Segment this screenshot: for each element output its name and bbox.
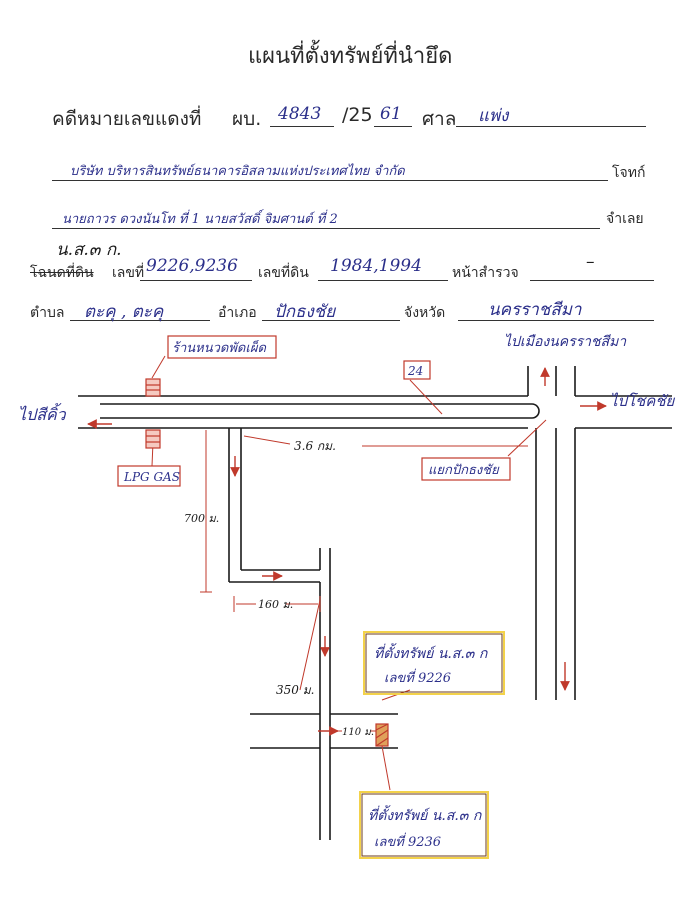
shop-label: ร้านหนวดพัดเผ็ด [172,339,266,356]
road-number-box [403,360,431,380]
measurement-lines [151,355,547,791]
property1-box [363,631,505,695]
property2-box [359,791,489,859]
doc-type-handwritten: น.ส.๓ ก. [56,240,122,260]
distance-350-label: 350 ม. [276,683,314,697]
north-south-road [527,366,576,700]
defendant-underline [52,228,600,229]
distance-36-label: 3.6 กม. [294,439,336,453]
deed-numbers-underline [140,280,252,281]
distance-110-label: 110 ม. [342,727,374,738]
property2-line2: เลขที่ 9236 [374,832,441,850]
to-chokchai-label: ไปโชคชัย [610,392,676,410]
district-underline [262,320,400,321]
plaintiff-value: บริษัท บริหารสินทรัพย์ธนาคารอิสลามแห่งปร… [70,164,405,179]
property2-box-inner [361,793,487,857]
subdistrict-underline [70,320,210,321]
case-year: 61 [380,104,402,124]
court-underline [456,126,646,127]
road-number-label: 24 [407,364,423,378]
plaintiff-underline [52,180,608,181]
subdistrict-value: ตะคุ , ตะคุ [84,302,164,322]
plaintiff-label: โจทก์ [612,165,646,181]
shop-label-box [167,335,277,359]
property2-line1: ที่ตั้งทรัพย์ น.ส.๓ ก [368,805,483,824]
land-numbers: 1984,1994 [330,256,422,276]
district-label: อำเภอ [218,305,257,321]
property-marker [375,723,389,747]
survey-page-value: – [586,252,595,272]
province-underline [458,320,654,321]
page-title: แผนที่ตั้งทรัพย์ที่นำยึด [248,44,453,69]
highway-24 [78,395,672,429]
case-prefix: ผบ. [232,108,262,130]
case-year-underline [374,126,412,127]
case-label: คดีหมายเลขแดงที่ [52,108,202,130]
defendant-label: จำเลย [606,211,644,227]
land-number-label: เลขที่ดิน [258,265,309,281]
junction-label-box [421,457,511,481]
case-number-underline [270,126,334,127]
deed-label-struck: โฉนดที่ดิน [30,265,94,281]
junction-label: แยกปักธงชัย [428,463,500,478]
subdistrict-label: ตำบล [30,305,65,321]
district-value: ปักธงชัย [274,302,336,322]
distance-700-label: 700 ม. [184,512,219,525]
side-road [228,428,398,840]
to-nakhon-ratchasima-label: ไปเมืองนครราชสีมา [504,333,627,350]
case-year-prefix: /25 [342,104,373,126]
to-sikhio-label: ไปสีคิ้ว [18,403,67,424]
province-value: นครราชสีมา [488,300,582,320]
case-number: 4843 [278,104,322,124]
province-label: จังหวัด [404,305,446,321]
property1-box-inner [365,633,503,693]
court-label: ศาล [422,108,457,130]
defendant-value: นายถาวร ดวงนันโท ที่ 1 นายสวัสดิ์ จิมศาน… [62,212,338,227]
court-value: แพ่ง [478,106,509,126]
building-markers [145,378,161,449]
direction-arrows [87,367,607,736]
property1-line1: ที่ตั้งทรัพย์ น.ส.๓ ก [374,643,489,662]
survey-page-label: หน้าสำรวจ [452,265,519,281]
distance-160-label: 160 ม. [258,598,293,611]
deed-number-label: เลขที่ [112,265,145,281]
lpg-label-box [117,465,181,487]
survey-page-underline [530,280,654,281]
property1-line2: เลขที่ 9226 [384,668,451,686]
land-numbers-underline [318,280,448,281]
deed-numbers: 9226,9236 [146,256,238,276]
lpg-label: LPG GAS [123,470,180,484]
